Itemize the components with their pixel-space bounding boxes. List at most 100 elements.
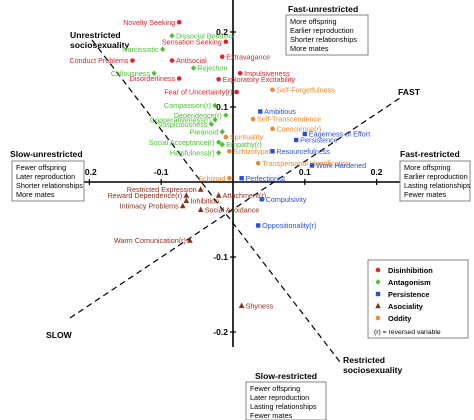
y-tick-label: -0.1 [213,252,228,262]
x-tick-label: -0.2 [82,167,97,177]
data-point-antagonism [208,121,215,128]
data-point-oddity [227,175,232,181]
data-label: Narcissistic [122,45,159,54]
data-point-persistence [259,197,264,202]
left-quadrant-line: More mates [16,190,55,199]
data-point-antagonism [216,139,222,146]
data-label: Suspiciousness [158,120,208,129]
data-point-antagonism [223,112,229,119]
data-label: Perfectionist [246,174,286,183]
data-point-disinhibition [234,89,239,95]
left-quadrant-line: Fewer offspring [16,163,66,172]
left-quadrant-title: Slow-unrestricted [10,149,83,159]
top-quadrant-line: More mates [290,44,329,53]
data-label: Persistence [300,136,338,145]
data-label: Reward Dependence(r) [108,191,183,200]
data-point-disinhibition [216,76,221,82]
data-point-antagonism [212,102,218,109]
top-quadrant-title: Fast-unrestricted [288,4,358,14]
data-label: Social Acceptance(r) [149,138,215,147]
data-label: Compassion(r) [164,101,211,110]
legend-box [367,259,469,339]
data-label: Antisocial [176,56,207,65]
data-label: Schizoid [198,174,225,183]
data-point-persistence [293,137,299,143]
legend-entry: Antagonism [388,278,431,287]
slow-label: SLOW [46,330,73,340]
data-label: Rejection [198,64,228,73]
data-label: Exploratory Excitability [223,75,296,84]
data-point-asociality [197,206,204,212]
bottom-quadrant-box [245,381,327,420]
unrestricted-label: sociosexuality [70,40,129,50]
data-point-asociality [197,186,204,192]
left-quadrant-box [11,160,85,202]
data-label: Paranoid [189,127,218,136]
bottom-quadrant-line: Fewer mates [250,411,293,420]
legend-entry: Asociality [388,302,424,311]
data-point-antagonism [216,149,222,156]
top-quadrant-box [285,14,369,56]
unrestricted-label: Unrestricted [70,30,121,40]
data-point-antagonism [219,141,225,148]
data-label: Social Avoidance [205,205,260,214]
data-point-disinhibition [169,58,175,63]
data-point-oddity [270,126,275,132]
data-point-oddity [227,148,232,154]
data-point-persistence [255,223,261,228]
legend-entry: Disinhibition [388,266,433,275]
unrestricted-restricted-dashed-axis [91,39,341,363]
data-point-asociality [215,192,222,198]
data-label: Shyness [246,301,274,310]
right-quadrant-line: Earlier reproduction [404,172,468,181]
data-label: Callousness [111,69,151,78]
slow-fast-dashed-axis [69,97,401,319]
data-label: Spirituality [230,133,264,142]
data-label: Restricted Expression [127,185,197,194]
top-quadrant-line: Earlier reproduction [290,26,354,35]
left-quadrant-line: Shorter relationships [16,181,83,190]
restricted-label: Restricted [343,355,385,365]
data-point-disinhibition [176,76,182,81]
data-point-asociality [183,197,190,203]
fast-label: FAST [398,87,421,97]
right-quadrant-line: Fewer mates [404,190,447,199]
right-quadrant-box [399,160,471,202]
data-label: Transpersonal Identification [262,159,350,168]
data-label: Compulsivity [266,195,307,204]
x-tick-label: -0.1 [154,167,169,177]
data-label: Intimacy Problems [120,202,180,211]
data-label: Disorderliness [130,74,176,83]
bottom-quadrant-line: Later reproduction [250,393,309,402]
data-point-disinhibition [130,58,135,63]
data-point-antagonism [375,279,381,285]
data-label: Work Hardened [316,161,366,170]
legend-note: (r) = reversed variable [374,329,441,336]
data-label: Sensation Seeking [162,37,222,46]
data-label: Warm Comunication(r) [114,236,186,245]
data-point-disinhibition [223,39,229,45]
data-point-oddity [270,87,275,93]
data-label: Oppositionality(r) [262,221,316,230]
bottom-quadrant-line: Lasting relationships [250,402,317,411]
bottom-quadrant-title: Slow-restricted [255,371,317,381]
right-quadrant-line: Lasting relationships [404,181,471,190]
y-tick-label: 0.2 [216,27,228,37]
data-label: Helpfulness(r) [170,148,215,157]
left-quadrant-line: Later reproduction [16,172,75,181]
right-quadrant-title: Fast-restricted [400,149,460,159]
data-label: Dissocial Behavior [176,31,236,40]
data-point-persistence [375,291,381,297]
data-point-asociality [183,192,190,198]
data-point-antagonism [219,128,225,135]
data-label: Novelty Seeking [123,18,175,27]
data-point-persistence [270,149,275,154]
data-point-oddity [223,134,229,140]
data-point-disinhibition [176,19,182,25]
x-tick-label: 0.2 [371,167,383,177]
bottom-quadrant-line: Fewer offspring [250,384,300,393]
y-tick-label: 0.1 [216,102,228,112]
x-tick-label: 0.1 [299,167,311,177]
data-point-asociality [187,237,193,243]
data-label: Conduct Problems [69,56,129,65]
